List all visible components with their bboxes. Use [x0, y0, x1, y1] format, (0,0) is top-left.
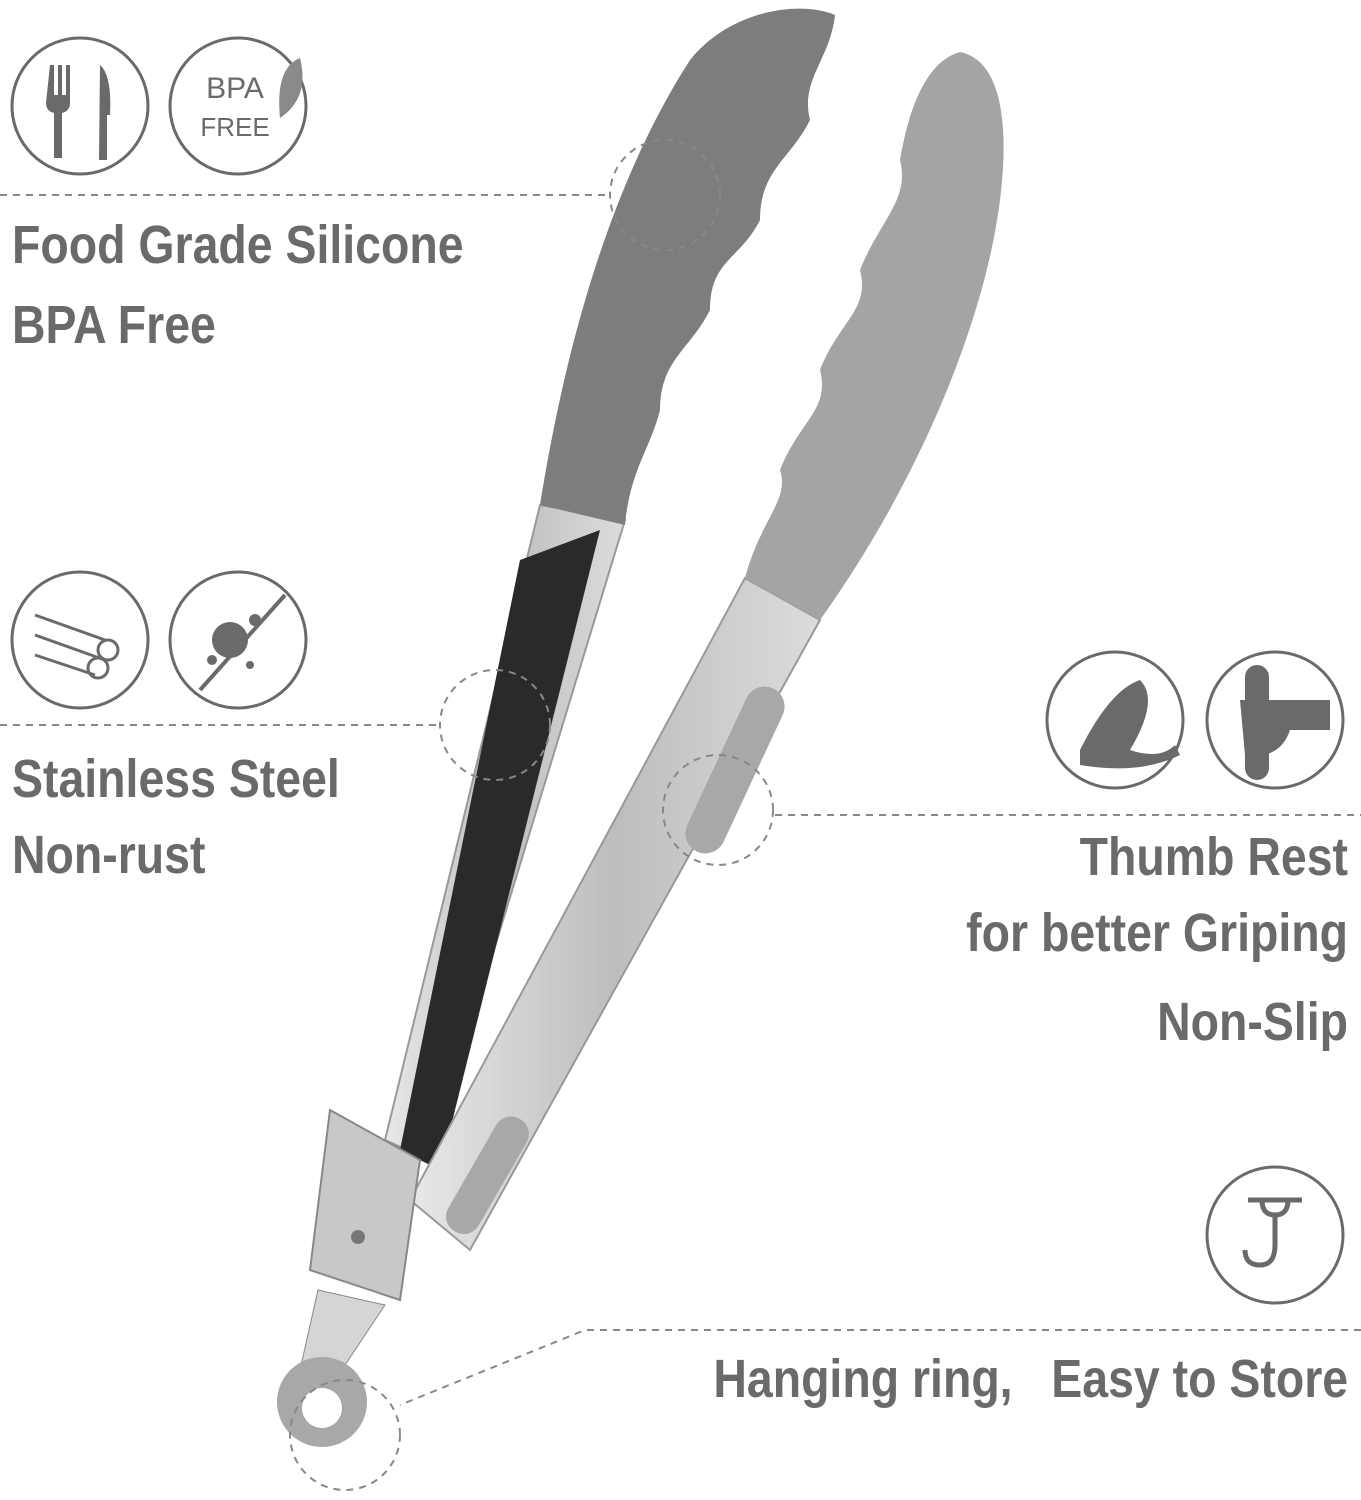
tongs — [277, 8, 1004, 1447]
hook-glyph — [1242, 1197, 1302, 1268]
thumb-title: Thumb Rest — [1079, 827, 1348, 887]
steel-rods-icon — [10, 570, 150, 710]
silicone-subtitle: BPA Free — [12, 295, 216, 355]
thumb-subtitle: for better Griping — [966, 903, 1348, 963]
silicone-title: Food Grade Silicone — [12, 215, 464, 275]
rods-glyph — [34, 613, 120, 680]
rust-glyph — [207, 614, 261, 669]
thumb-icon — [1045, 650, 1185, 790]
lower-grip — [445, 1116, 529, 1235]
bpa-free-leaf-icon — [168, 36, 308, 176]
no-slash — [198, 593, 287, 692]
fork-glyph — [46, 65, 70, 158]
hinge — [308, 1108, 422, 1302]
hanging-label: Hanging ring, Easy to Store — [713, 1349, 1348, 1409]
steel-subtitle: Non-rust — [12, 825, 206, 885]
leaf-glyph — [279, 58, 303, 118]
ring-hole — [302, 1388, 342, 1428]
hook-icon — [1205, 1165, 1345, 1305]
left-arm-slot — [400, 530, 600, 1170]
hand-glyph — [1240, 700, 1330, 756]
knife-glyph — [99, 65, 111, 160]
badge-line2: FREE — [200, 112, 270, 142]
rivet — [351, 1230, 365, 1244]
badge-line1: BPA — [206, 72, 264, 105]
right-silicone-head — [745, 52, 1004, 620]
thumb-glyph — [1080, 680, 1180, 769]
no-rust-icon — [168, 570, 308, 710]
steel-title: Stainless Steel — [12, 749, 340, 809]
fork-knife-icon — [10, 36, 150, 176]
callout-lines — [0, 139, 1361, 1491]
thumb-rest — [685, 686, 785, 854]
grip-hand-icon — [1205, 650, 1345, 790]
non-slip-label: Non-Slip — [1157, 992, 1348, 1052]
left-silicone-head — [540, 8, 835, 526]
